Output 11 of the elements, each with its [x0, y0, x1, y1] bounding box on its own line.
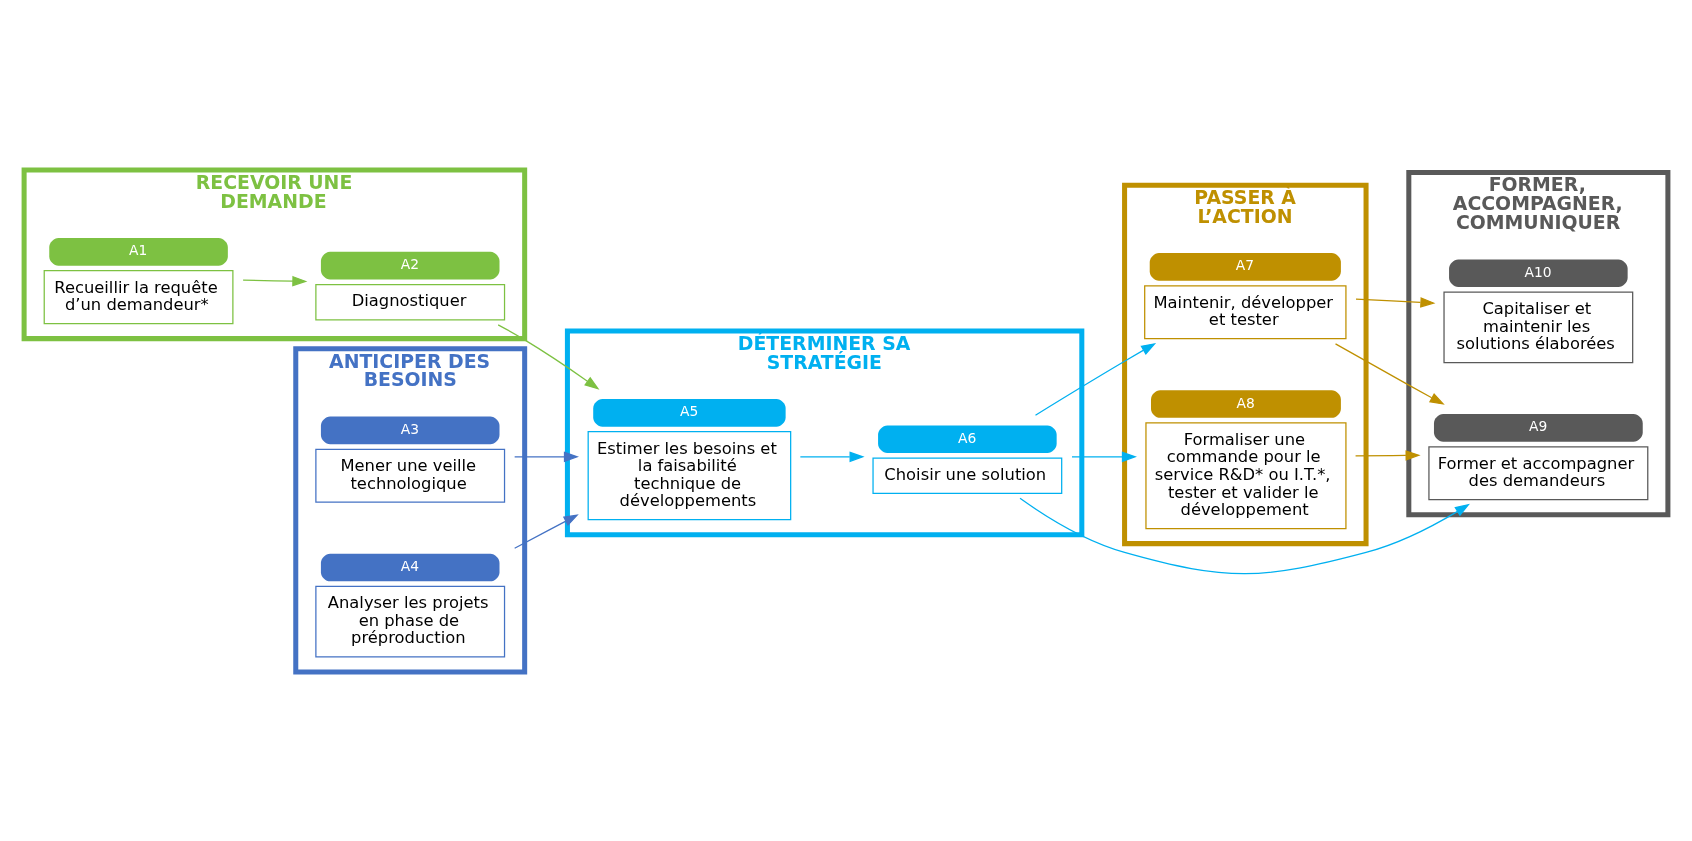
arrow: [1019, 497, 1470, 574]
arrow: [1355, 296, 1436, 308]
arrow: [1071, 451, 1137, 462]
arrow: [514, 513, 579, 549]
arrow: [1034, 342, 1157, 416]
arrow: [1334, 342, 1445, 405]
arrow: [242, 275, 308, 286]
arrow: [799, 451, 865, 462]
arrow: [514, 451, 579, 462]
arrow: [497, 323, 600, 390]
arrow: [1354, 449, 1421, 461]
